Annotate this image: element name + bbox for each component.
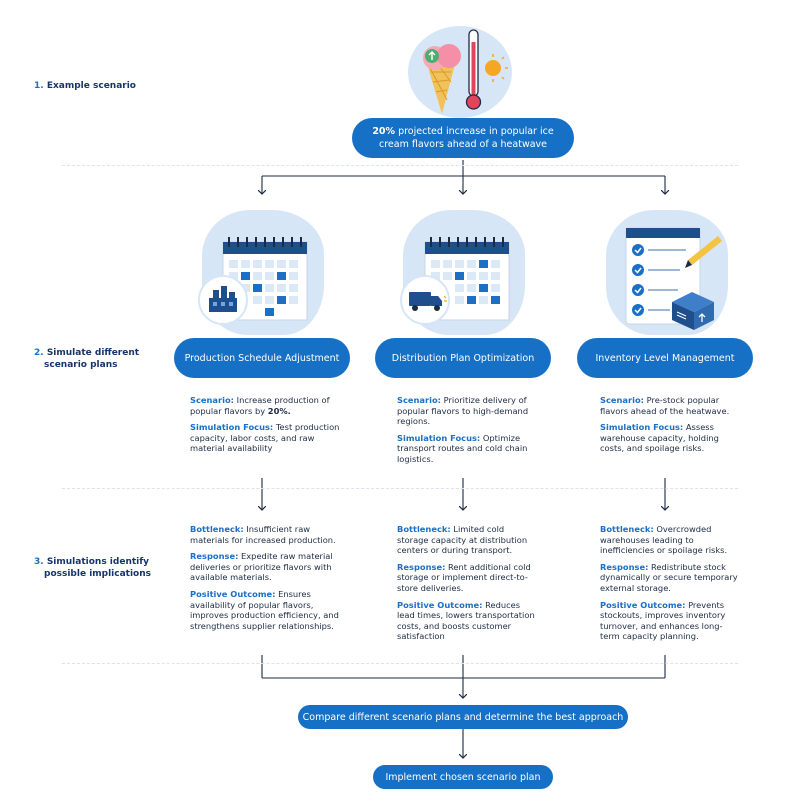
- plan-3-details: Scenario: Pre-stock popular flavors ahea…: [600, 395, 730, 454]
- step-2-label: 2. Simulate different scenario plans: [34, 348, 140, 370]
- checklist-box-illustration: [625, 227, 722, 330]
- plan-3-implications: Bottleneck: Overcrowded warehouses leadi…: [600, 524, 738, 642]
- plan-2-details: Scenario: Prioritize delivery of popular…: [397, 395, 529, 464]
- compare-plans-pill: Compare different scenario plans and det…: [298, 705, 628, 729]
- divider-3: [62, 663, 738, 664]
- step-3-label: 3. Simulations identify possible implica…: [34, 557, 152, 579]
- plan-2-implications: Bottleneck: Limited cold storage capacit…: [397, 524, 535, 642]
- step-1-label: 1. Example scenario: [34, 81, 136, 91]
- plan-1-details: Scenario: Increase production of popular…: [190, 395, 340, 454]
- divider-1: [62, 165, 738, 166]
- plan-1-pill: Production Schedule Adjustment: [174, 338, 350, 378]
- plan-1-implications: Bottleneck: Insufficient raw materials f…: [190, 524, 339, 631]
- plan-2-pill: Distribution Plan Optimization: [375, 338, 551, 378]
- divider-2: [62, 488, 738, 489]
- ice-cream-thermometer-illustration: [408, 26, 512, 118]
- plan-3-pill: Inventory Level Management: [577, 338, 753, 378]
- calendar-truck-illustration: [400, 237, 510, 325]
- calendar-factory-illustration: [198, 237, 308, 325]
- implement-plan-pill: Implement chosen scenario plan: [373, 765, 553, 789]
